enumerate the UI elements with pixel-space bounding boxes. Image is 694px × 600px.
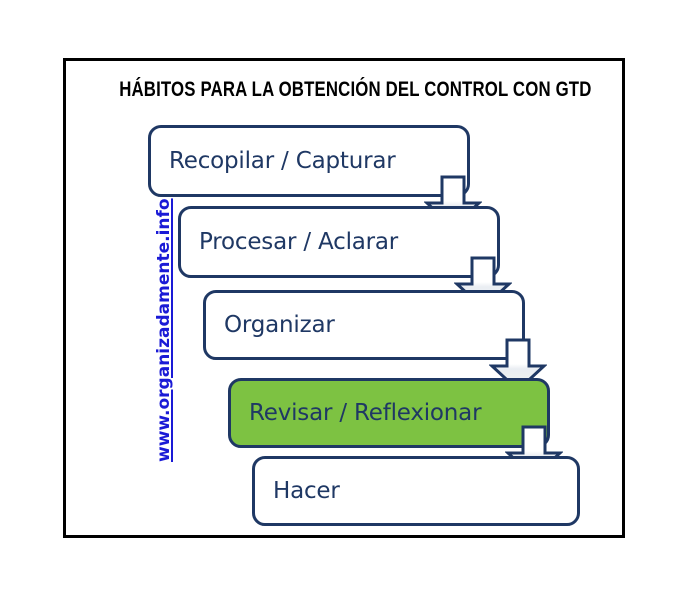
flow-step-5-label: Hacer (273, 478, 340, 504)
flow-step-2-procesar[interactable]: Procesar / Aclarar (178, 206, 500, 278)
flow-step-1-recopilar[interactable]: Recopilar / Capturar (148, 125, 470, 197)
flow-step-2-label: Procesar / Aclarar (199, 229, 399, 255)
flow-step-1-label: Recopilar / Capturar (169, 148, 396, 174)
flow-step-4-label: Revisar / Reflexionar (249, 400, 482, 426)
flow-step-3-label: Organizar (224, 312, 335, 338)
flow-step-3-organizar[interactable]: Organizar (203, 290, 525, 360)
diagram-frame-border (63, 58, 625, 538)
page-title: HÁBITOS PARA LA OBTENCIÓN DEL CONTROL CO… (119, 78, 592, 101)
watermark-website-url[interactable]: www.organizadamente.info (154, 198, 174, 462)
flow-step-5-hacer[interactable]: Hacer (252, 456, 580, 526)
flow-step-4-revisar[interactable]: Revisar / Reflexionar (228, 378, 550, 448)
